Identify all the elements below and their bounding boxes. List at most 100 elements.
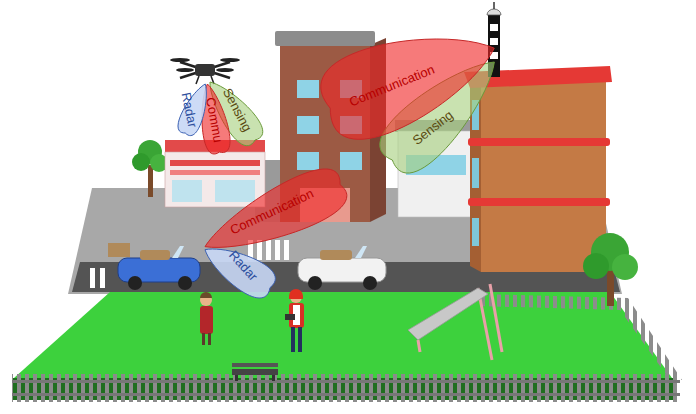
tower-antenna <box>493 2 495 9</box>
drone-leg <box>211 76 214 84</box>
tree-trunk <box>607 268 614 306</box>
building-side <box>470 80 481 272</box>
signal-beam: Sensing <box>378 60 496 175</box>
tower-band <box>490 24 498 31</box>
building-side <box>370 38 386 222</box>
controller <box>285 314 295 320</box>
crosswalk-stripe <box>248 240 253 260</box>
car-seat <box>320 250 352 260</box>
tree-foliage <box>612 254 638 280</box>
beam-label: Sensing <box>410 108 456 148</box>
bench-back <box>232 363 278 367</box>
beam-lobe <box>178 84 206 136</box>
crosswalk-stripe <box>90 268 95 288</box>
crosswalk-stripe <box>284 240 289 260</box>
slide-leg <box>418 340 420 352</box>
building-roof <box>464 66 612 88</box>
shop-window <box>172 180 202 202</box>
person-leg <box>202 333 205 345</box>
drone-rotor <box>216 68 234 72</box>
beam-outline <box>200 82 232 156</box>
drone-rotor <box>220 58 240 62</box>
signal-beam: Radar <box>203 247 277 300</box>
bench-seat <box>232 369 278 375</box>
beam-lobe <box>202 84 230 154</box>
fence-rail <box>12 380 680 383</box>
windshield <box>355 246 367 258</box>
crosswalk-stripe <box>275 240 280 260</box>
tower-mast <box>488 15 500 77</box>
car-luggage <box>108 243 130 257</box>
signal-beam: Communication <box>203 167 349 249</box>
entrance <box>300 188 350 222</box>
beam-outline <box>203 247 277 300</box>
beam-label: Sensing <box>220 86 254 134</box>
shop-building <box>165 152 265 207</box>
tower-dome <box>487 9 501 15</box>
building-stripe <box>468 198 610 206</box>
tree-foliage <box>132 153 150 171</box>
beam-outline <box>203 167 349 249</box>
fence-rail <box>12 393 680 396</box>
car-seat <box>140 250 170 260</box>
windshield <box>172 246 184 258</box>
wheel <box>128 276 142 290</box>
person-hair <box>289 289 303 299</box>
slide-chute <box>408 288 488 340</box>
white-building <box>398 131 478 217</box>
drone-body <box>195 64 215 76</box>
building-roof <box>395 120 481 132</box>
shop-window <box>215 180 255 202</box>
wheel <box>363 276 377 290</box>
window <box>406 155 466 175</box>
right-building <box>481 80 606 272</box>
beam-lobe <box>205 249 275 298</box>
front-fence <box>12 374 680 402</box>
beam-label: Radar <box>226 248 260 284</box>
crosswalk-stripe <box>257 240 262 260</box>
tower-band <box>490 38 498 45</box>
signal-beam: Commu <box>200 82 232 156</box>
slide-ladder <box>490 284 502 352</box>
crosswalk-stripe <box>266 240 271 260</box>
beam-lobe <box>321 39 494 139</box>
shop-awning <box>170 160 260 166</box>
building-roof <box>275 31 375 46</box>
drone-rotor <box>170 58 190 62</box>
beam-lobe <box>380 62 494 173</box>
shop-awning <box>170 170 260 175</box>
building-stripe <box>468 138 610 146</box>
drone-rotor <box>176 68 194 72</box>
beam-label: Commu <box>203 96 225 143</box>
beam-lobe <box>205 169 347 247</box>
window <box>472 158 479 188</box>
window <box>340 80 362 98</box>
wheel <box>178 276 192 290</box>
window <box>340 152 362 170</box>
beam-outline <box>319 37 496 141</box>
tower-band <box>490 52 498 59</box>
tree-foliage <box>583 253 609 279</box>
window <box>340 116 362 134</box>
person-leg <box>208 333 211 345</box>
signal-beam: Sensing <box>208 80 265 148</box>
beam-outline <box>176 82 208 138</box>
beam-label: Communication <box>347 63 436 110</box>
window <box>472 218 479 246</box>
window <box>472 100 479 130</box>
window <box>297 80 319 98</box>
person-body <box>200 306 213 334</box>
window <box>297 152 319 170</box>
side-fence <box>478 294 682 380</box>
shop-roof <box>165 140 265 153</box>
window <box>297 116 319 134</box>
signal-beam: Communication <box>319 37 496 141</box>
beam-label: Radar <box>178 91 199 129</box>
person-leg <box>298 327 302 352</box>
beam-outline <box>378 60 496 175</box>
beam-lobe <box>210 82 263 146</box>
signal-beam: Radar <box>176 82 208 138</box>
